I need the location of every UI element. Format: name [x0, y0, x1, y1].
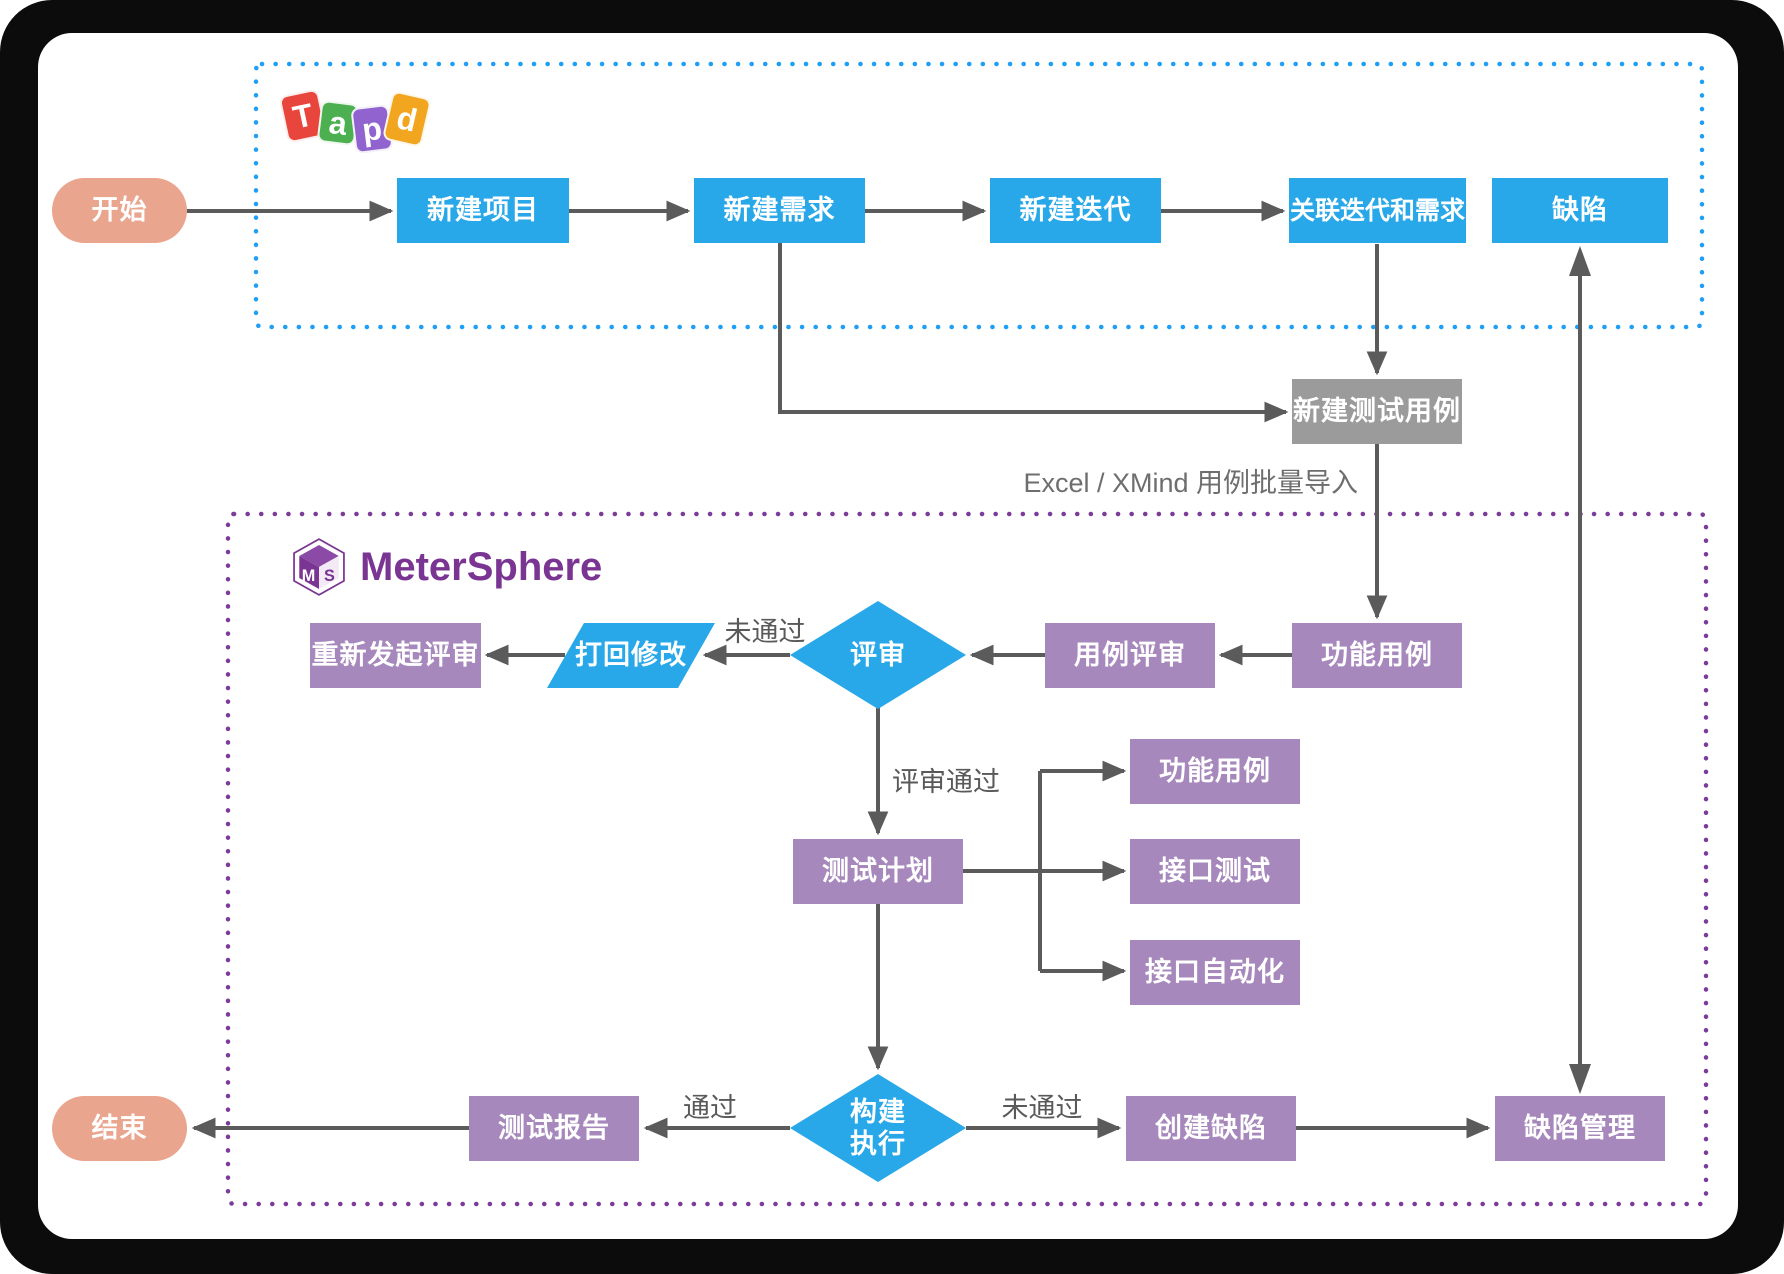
- node-case-review: 用例评审: [1045, 623, 1215, 688]
- node-create-defect: 创建缺陷: [1126, 1096, 1296, 1161]
- cube-letter-m: M: [302, 567, 316, 585]
- node-defect: 缺陷: [1492, 178, 1668, 243]
- node-test-plan: 测试计划: [793, 839, 963, 904]
- label-not-passed-review: 未通过: [724, 617, 806, 647]
- node-create-project: 新建项目: [397, 178, 569, 243]
- node-functional-case: 功能用例: [1292, 623, 1462, 688]
- import-label: Excel / XMind 用例批量导入: [1023, 468, 1358, 498]
- node-start: 开始: [52, 178, 187, 243]
- edge-requirement-to-test-case: [778, 243, 1289, 423]
- tapd-logo-tile-d: d: [381, 90, 433, 148]
- node-create-requirement: 新建需求: [694, 178, 865, 243]
- node-test-report: 测试报告: [469, 1096, 639, 1161]
- metersphere-cube-icon: M S: [293, 538, 345, 596]
- label-review-passed: 评审通过: [892, 767, 1000, 797]
- label-passed: 通过: [683, 1093, 737, 1123]
- node-functional-case-2: 功能用例: [1130, 739, 1300, 804]
- label-not-passed-build: 未通过: [1001, 1093, 1083, 1123]
- tapd-section-border: [253, 61, 1705, 330]
- edges: [187, 200, 1582, 1139]
- tapd-logo: T a p d: [278, 86, 433, 166]
- node-api-automation: 接口自动化: [1130, 940, 1300, 1005]
- metersphere-logo-text: MeterSphere: [360, 544, 603, 589]
- build-execute-line1: 构建: [850, 1096, 906, 1127]
- metersphere-section-border: [225, 511, 1709, 1207]
- node-api-test: 接口测试: [1130, 839, 1300, 904]
- node-defect-management: 缺陷管理: [1495, 1096, 1665, 1161]
- cube-letter-s: S: [324, 567, 335, 585]
- build-execute-line2: 执行: [850, 1129, 906, 1159]
- defect-sync-arrow-down: [1569, 1064, 1591, 1094]
- node-end: 结束: [52, 1096, 187, 1161]
- node-restart-review: 重新发起评审: [310, 623, 481, 688]
- node-create-test-case: 新建测试用例: [1292, 379, 1462, 444]
- metersphere-logo: M S MeterSphere: [290, 538, 602, 596]
- defect-sync-arrow-up: [1569, 246, 1591, 276]
- node-link-iteration-requirement: 关联迭代和需求: [1289, 178, 1466, 243]
- node-create-iteration: 新建迭代: [990, 178, 1161, 243]
